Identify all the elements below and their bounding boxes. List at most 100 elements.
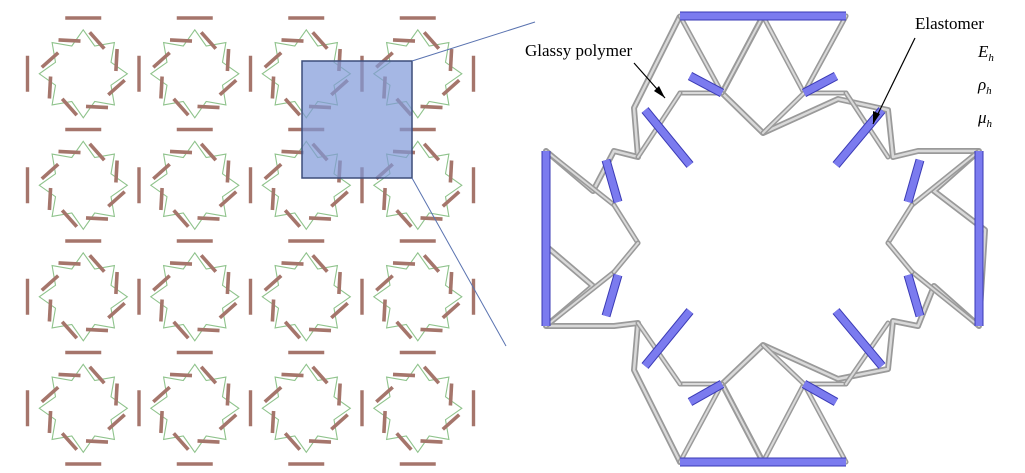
stiff-strut: [270, 187, 276, 211]
stiff-strut: [159, 410, 164, 434]
stiff-strut: [441, 78, 461, 97]
stiff-strut: [225, 271, 231, 295]
stiff-strut: [152, 385, 171, 404]
elastomer-bar: [688, 72, 724, 97]
stiff-strut: [270, 410, 276, 434]
elastomer-bar: [642, 308, 693, 369]
stiff-strut: [40, 385, 60, 404]
stiff-strut: [60, 320, 79, 340]
glassy-link-inner: [803, 15, 847, 94]
glassy-link-inner: [762, 344, 805, 385]
glassy-link-inner: [679, 383, 723, 463]
stiff-strut: [330, 301, 349, 320]
thin-link: [261, 251, 352, 342]
elastomer-bar: [688, 380, 724, 406]
stiff-strut: [159, 76, 164, 99]
elastomer-arrow: [872, 37, 916, 125]
stiff-strut: [152, 274, 171, 292]
stiff-strut: [107, 301, 126, 320]
stiff-strut: [47, 299, 53, 322]
stiff-strut: [420, 104, 443, 110]
stiff-strut: [172, 97, 190, 117]
stiff-strut: [197, 104, 220, 110]
lattice-cell: [261, 363, 352, 454]
stiff-strut: [308, 216, 332, 221]
stiff-strut: [85, 439, 109, 444]
stiff-strut: [283, 97, 302, 117]
stiff-strut: [311, 365, 329, 385]
stiff-strut: [448, 160, 454, 183]
thin-link: [149, 140, 240, 231]
lattice-cell: [372, 251, 463, 342]
stiff-strut: [270, 299, 276, 322]
stiff-strut: [40, 51, 60, 69]
stiff-strut: [283, 320, 302, 340]
stiff-strut: [395, 320, 413, 340]
stiff-strut: [441, 301, 461, 320]
glassy-link-inner: [911, 271, 980, 327]
stiff-strut: [308, 439, 332, 444]
stiff-strut: [263, 274, 283, 292]
stiff-strut: [263, 162, 283, 181]
glassy-polymer-frame-inner: [544, 14, 987, 464]
glassy-link-inner: [803, 383, 847, 463]
elastomer-modulus-symbol: Eh: [977, 42, 994, 64]
elastomer-bar: [642, 107, 693, 168]
stiff-strut: [281, 261, 304, 266]
stiff-strut: [169, 261, 193, 266]
elastomer-bar: [904, 274, 924, 317]
elastomer-density-symbol: ρh: [977, 75, 992, 97]
zoom-line-top: [411, 21, 536, 62]
stiff-strut: [218, 301, 238, 320]
stiff-strut: [337, 383, 342, 406]
stiff-strut: [420, 216, 443, 221]
elastomer-bar: [602, 274, 622, 317]
stiff-strut: [218, 413, 238, 431]
glassy-polymer-label: Glassy polymer: [525, 41, 633, 60]
glassy-polymer-frame: [543, 13, 988, 465]
thin-link: [38, 28, 129, 119]
stiff-strut: [420, 439, 443, 444]
lattice-cell: [38, 363, 129, 454]
lattice-cell: [372, 363, 463, 454]
stiff-strut: [197, 327, 220, 333]
unit-cell-detail: [541, 11, 988, 467]
stiff-strut: [107, 78, 126, 97]
stiff-strut: [88, 142, 106, 162]
glassy-link-inner: [762, 15, 805, 94]
stiff-strut: [114, 271, 119, 295]
glassy-link-inner: [545, 271, 615, 327]
stiff-strut: [392, 261, 416, 266]
stiff-strut: [375, 274, 394, 292]
thin-link: [38, 363, 129, 454]
stiff-strut: [392, 38, 416, 43]
stiff-strut: [395, 209, 413, 228]
stiff-strut: [392, 372, 416, 378]
stiff-strut: [382, 299, 387, 322]
stiff-strut: [308, 327, 332, 333]
stiff-strut: [169, 149, 193, 155]
stiff-strut: [172, 320, 190, 340]
stiff-strut: [382, 187, 387, 211]
glassy-link-inner: [762, 92, 805, 134]
thin-link: [372, 251, 463, 342]
elastomer-bar: [833, 308, 885, 369]
stiff-strut: [40, 162, 60, 181]
stiff-strut: [197, 216, 220, 221]
stiff-strut: [85, 216, 109, 221]
glassy-link-inner: [679, 15, 723, 94]
stiff-strut: [281, 149, 304, 155]
thin-link: [261, 363, 352, 454]
stiff-strut: [422, 254, 441, 273]
stiff-strut: [60, 209, 79, 228]
lattice-cell: [149, 28, 240, 119]
stiff-strut: [225, 48, 231, 72]
stiff-strut: [114, 48, 119, 72]
stiff-strut: [422, 142, 441, 162]
stiff-strut: [422, 365, 441, 385]
stiff-strut: [448, 48, 454, 72]
stiff-strut: [159, 299, 164, 322]
stiff-strut: [107, 413, 126, 431]
stiff-strut: [58, 372, 81, 378]
